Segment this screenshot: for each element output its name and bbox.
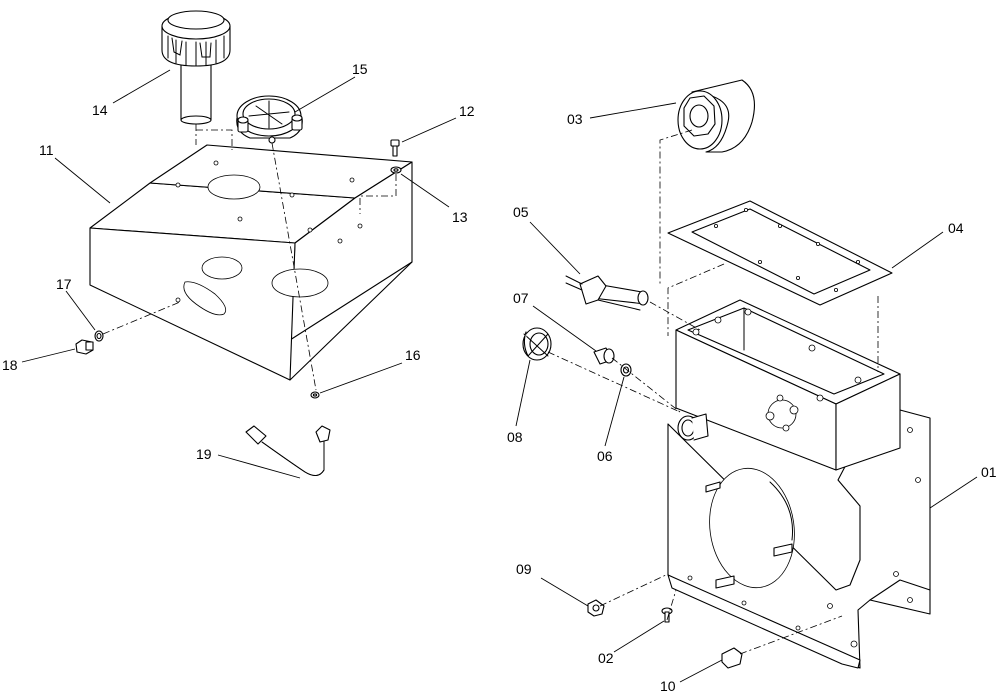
- callout-18: 18: [2, 357, 18, 373]
- hose-part: [245, 425, 331, 476]
- callout-08: 08: [507, 429, 523, 445]
- breather-cap-part: [161, 10, 231, 125]
- callout-05: 05: [513, 204, 529, 220]
- callout-01: 01: [981, 464, 997, 480]
- callout-06: 06: [597, 448, 613, 464]
- screw-part: [661, 607, 673, 623]
- callout-10: 10: [660, 678, 676, 694]
- small-washer-part: [310, 391, 320, 399]
- cap-nut-part: [587, 599, 605, 617]
- tank-cover-part: [89, 144, 413, 381]
- callout-16: 16: [405, 347, 421, 363]
- callout-04: 04: [948, 220, 964, 236]
- filter-element-part: [677, 79, 755, 153]
- end-cap-part: [721, 647, 743, 669]
- o-ring-part: [620, 363, 632, 377]
- callout-03: 03: [567, 111, 583, 127]
- level-gauge-part: [236, 95, 303, 144]
- fill-fitting-part: [522, 327, 552, 361]
- callout-15: 15: [352, 61, 368, 77]
- callout-02: 02: [598, 650, 614, 666]
- seal-ring-part: [94, 330, 104, 342]
- washer-part: [390, 166, 402, 174]
- drain-plug-part: [75, 339, 94, 355]
- level-sensor-part: [565, 275, 649, 311]
- gasket-part: [667, 200, 893, 306]
- callout-14: 14: [92, 102, 108, 118]
- bolt-part: [390, 139, 400, 157]
- callout-17: 17: [56, 276, 72, 292]
- callout-19: 19: [196, 446, 212, 462]
- callout-13: 13: [452, 209, 468, 225]
- callout-11: 11: [39, 142, 54, 158]
- callout-12: 12: [459, 103, 475, 119]
- nipple-part: [593, 347, 615, 365]
- callout-07: 07: [513, 290, 529, 306]
- tank-body-part: [667, 299, 931, 669]
- callout-09: 09: [516, 561, 532, 577]
